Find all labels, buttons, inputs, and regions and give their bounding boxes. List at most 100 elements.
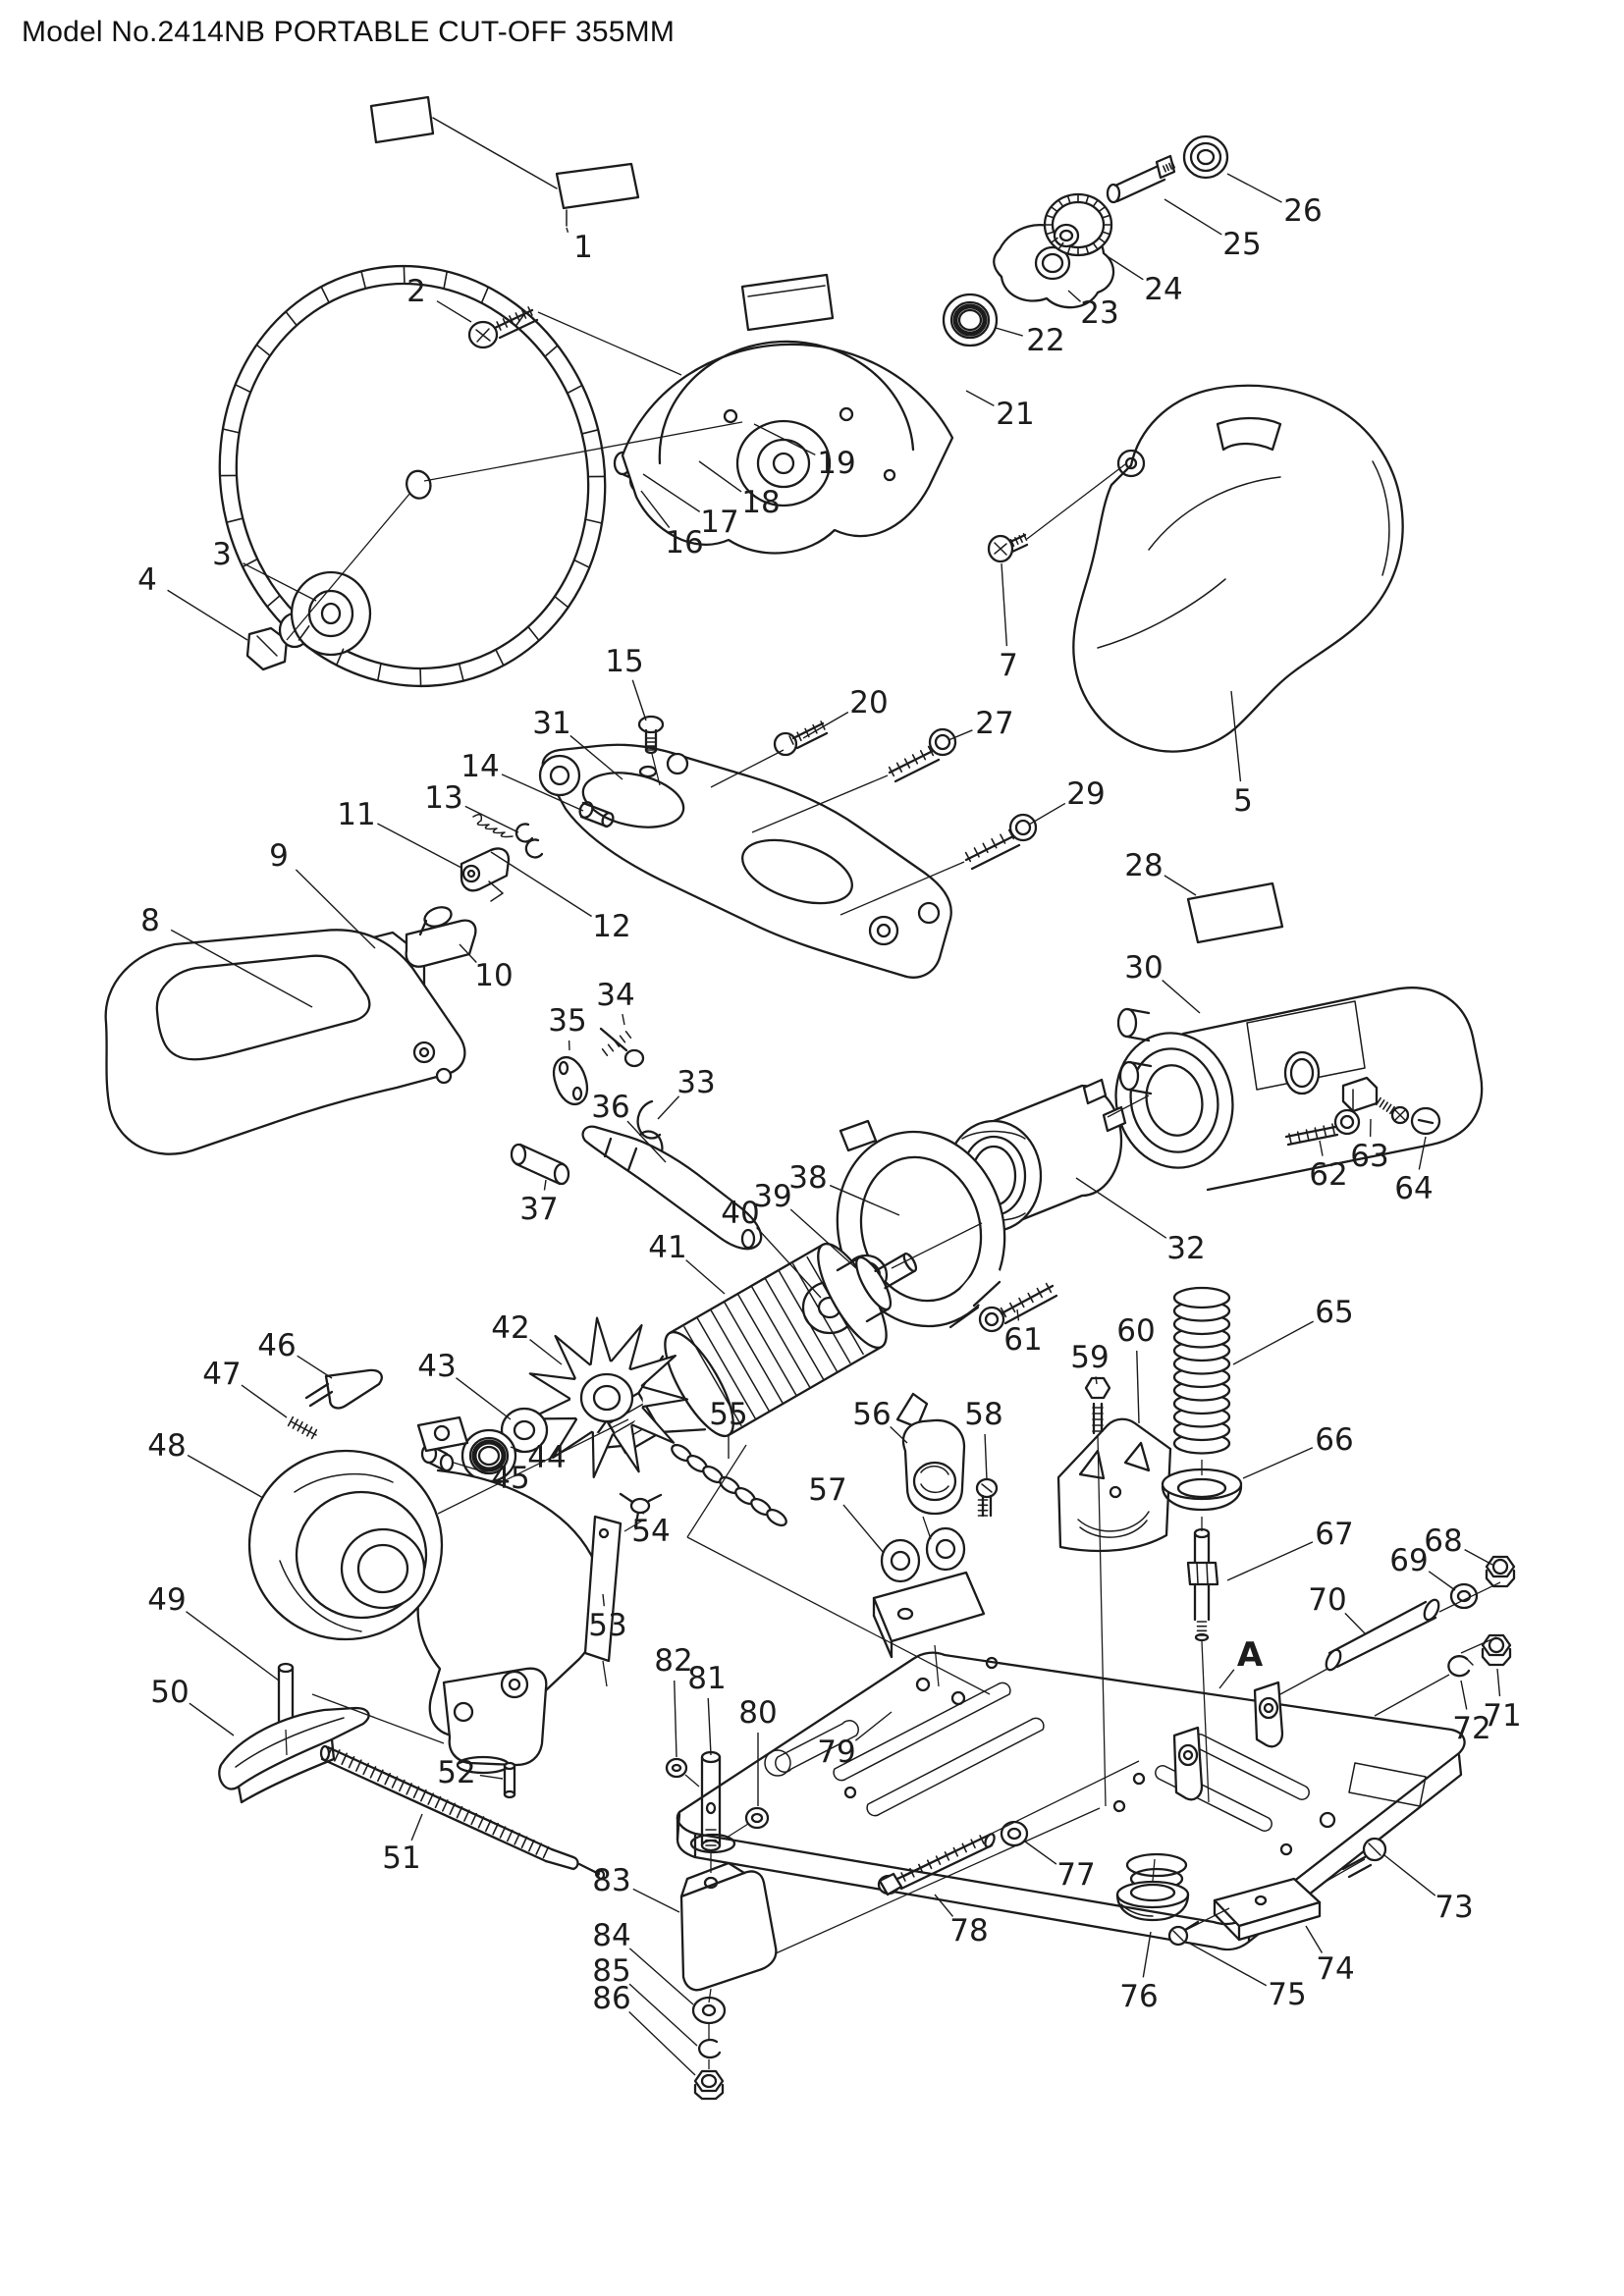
leader-line-47 xyxy=(241,1384,288,1418)
part-44-ball-bearing xyxy=(460,1428,517,1483)
leader-line-10 xyxy=(459,943,477,963)
part-46-lever xyxy=(304,1368,383,1410)
part-74-kerf-plate xyxy=(1213,1877,1322,1942)
callout-14: 14 xyxy=(460,749,499,784)
callout-62: 62 xyxy=(1309,1157,1347,1193)
leader-line-79 xyxy=(854,1711,893,1741)
callout-86: 86 xyxy=(592,1981,630,2016)
leader-line-67 xyxy=(1226,1541,1314,1581)
part-69-washer xyxy=(1449,1582,1479,1610)
leader-line-14 xyxy=(501,774,584,812)
part-77-washer xyxy=(1000,1820,1029,1847)
part-73-screw xyxy=(1341,1837,1387,1879)
part-28-label xyxy=(1186,881,1284,944)
leader-line-52 xyxy=(479,1774,504,1780)
leader-line-42 xyxy=(529,1339,563,1365)
part-12-spring xyxy=(472,814,514,838)
part-10-switch-lever xyxy=(405,906,477,968)
part-83-stopper-plate xyxy=(679,1861,778,1992)
callout-29: 29 xyxy=(1066,776,1105,812)
callout-58: 58 xyxy=(964,1397,1002,1432)
callout-69: 69 xyxy=(1389,1543,1428,1578)
leader-line-83 xyxy=(632,1888,680,1913)
callout-73: 73 xyxy=(1435,1890,1473,1925)
callout-8: 8 xyxy=(140,903,160,938)
part-85-lock-washer xyxy=(697,2038,722,2059)
callout-28: 28 xyxy=(1124,848,1163,883)
leader-line-43 xyxy=(456,1377,512,1420)
callout-51: 51 xyxy=(382,1841,420,1876)
callout-44: 44 xyxy=(527,1440,566,1475)
leader-line-70 xyxy=(1344,1612,1366,1634)
part-14-pin xyxy=(578,801,615,828)
callout-A: A xyxy=(1237,1635,1264,1675)
callout-2: 2 xyxy=(406,274,426,309)
part-13-retaining-rings xyxy=(514,823,544,859)
callout-labels: 1234578910111213141516171819202122232425… xyxy=(137,193,1522,2016)
callout-5: 5 xyxy=(1233,783,1253,819)
part-49-pin xyxy=(277,1662,295,1732)
leader-line-13 xyxy=(464,805,519,833)
leader-line-44 xyxy=(510,1446,525,1453)
callout-22: 22 xyxy=(1026,323,1064,358)
part-82-ring xyxy=(665,1757,688,1779)
callout-84: 84 xyxy=(592,1918,630,1953)
part-53-wedge-plate xyxy=(583,1515,623,1663)
leader-line-64 xyxy=(1418,1136,1427,1170)
callout-75: 75 xyxy=(1268,1977,1306,2012)
callout-82: 82 xyxy=(654,1643,692,1679)
leader-line-34 xyxy=(622,1014,625,1026)
callout-21: 21 xyxy=(996,397,1034,432)
callout-57: 57 xyxy=(808,1472,846,1508)
callout-17: 17 xyxy=(700,505,738,540)
callout-11: 11 xyxy=(337,797,375,832)
leader-line-53 xyxy=(602,1593,605,1607)
leader-line-65 xyxy=(1232,1320,1314,1365)
callout-50: 50 xyxy=(150,1675,189,1710)
callout-18: 18 xyxy=(741,485,780,520)
callout-74: 74 xyxy=(1316,1951,1354,1987)
callout-78: 78 xyxy=(949,1913,988,1949)
leader-line-30 xyxy=(1162,980,1201,1014)
leader-line-25 xyxy=(1164,198,1222,236)
part-21-blade-case xyxy=(621,273,954,555)
leader-line-31 xyxy=(569,734,623,780)
callout-53: 53 xyxy=(588,1608,626,1643)
leader-line-71 xyxy=(1496,1668,1501,1697)
callout-1: 1 xyxy=(573,230,593,265)
leader-line-75 xyxy=(1189,1943,1268,1987)
leader-line-7 xyxy=(1001,562,1008,647)
leader-line-27 xyxy=(947,729,973,741)
leader-line-9 xyxy=(295,869,376,949)
callout-59: 59 xyxy=(1070,1340,1109,1375)
leader-line-11 xyxy=(377,823,462,869)
callout-24: 24 xyxy=(1144,272,1182,307)
callout-41: 41 xyxy=(648,1230,686,1265)
callout-49: 49 xyxy=(147,1582,186,1618)
leader-line-18 xyxy=(698,460,742,493)
part-30-motor-housing xyxy=(1114,987,1484,1192)
leader-line-26 xyxy=(1226,173,1282,203)
part-11-lock-pawl xyxy=(460,847,511,902)
callout-61: 61 xyxy=(1003,1322,1042,1358)
leader-line-32 xyxy=(1075,1177,1167,1239)
leader-line-36 xyxy=(626,1120,667,1163)
part-48-gear-housing xyxy=(247,1415,605,1775)
leader-line-50 xyxy=(189,1702,235,1736)
page-title: Model No.2414NB PORTABLE CUT-OFF 355MM xyxy=(22,16,676,48)
leader-line-17 xyxy=(642,473,701,512)
leader-line-81 xyxy=(707,1697,712,1756)
callout-35: 35 xyxy=(548,1003,586,1039)
leader-line-23 xyxy=(1067,290,1081,302)
callout-38: 38 xyxy=(788,1160,827,1196)
part-60-angle-guide-plate xyxy=(1056,1417,1172,1553)
callout-60: 60 xyxy=(1116,1313,1155,1349)
callout-31: 31 xyxy=(532,706,570,741)
callout-48: 48 xyxy=(147,1428,186,1464)
leader-line-73 xyxy=(1383,1854,1436,1896)
callout-4: 4 xyxy=(137,562,157,598)
part-61-hex-bolt xyxy=(978,1284,1058,1333)
leader-line-12 xyxy=(490,851,592,918)
callout-13: 13 xyxy=(424,780,462,816)
part-15-stopper-pin xyxy=(637,715,665,755)
